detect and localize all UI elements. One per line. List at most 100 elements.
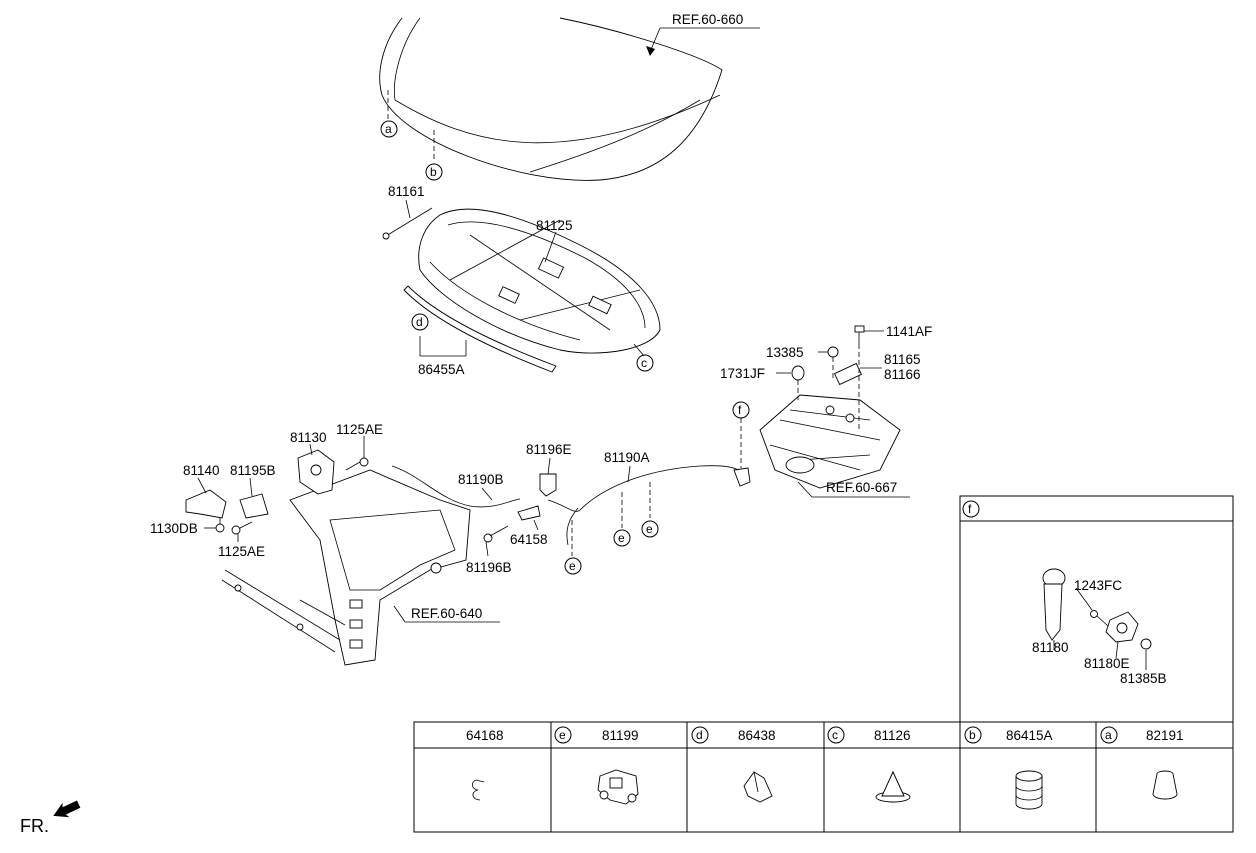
callout-e2[interactable]: e bbox=[613, 529, 631, 547]
hood-latch-81130 bbox=[297, 449, 335, 495]
table-letter-d-circle bbox=[691, 726, 709, 744]
label-1125AE-bottom[interactable]: 1125AE bbox=[218, 544, 265, 559]
leader-81161 bbox=[405, 199, 411, 219]
table-letter-e-circle bbox=[554, 726, 572, 744]
table-cell-81126[interactable]: 81126 bbox=[874, 728, 911, 743]
part-icon-86415A bbox=[1015, 770, 1043, 810]
svg-text:c: c bbox=[641, 356, 647, 370]
callout-e3[interactable]: e bbox=[641, 520, 659, 538]
label-81195B[interactable]: 81195B bbox=[230, 463, 276, 478]
ref-60-660-label[interactable]: REF.60-660 bbox=[672, 12, 743, 27]
leader-81195B bbox=[249, 477, 253, 497]
label-81140[interactable]: 81140 bbox=[183, 463, 220, 478]
ref-60-640-leader bbox=[393, 605, 406, 623]
bracket-81180E bbox=[1105, 611, 1139, 643]
part-icon-86438 bbox=[743, 771, 773, 803]
bracket-81195B bbox=[239, 493, 269, 519]
nut-81385B bbox=[1140, 638, 1152, 650]
grommet-1731JF bbox=[791, 365, 805, 381]
cable-81190A bbox=[547, 465, 739, 512]
table-letter-c: c bbox=[832, 728, 838, 742]
cable-81190B bbox=[391, 465, 521, 508]
leader-81125 bbox=[544, 231, 557, 263]
table-cell-86438[interactable]: 86438 bbox=[738, 728, 776, 743]
table-letter-b-circle bbox=[964, 726, 982, 744]
release-lever-81180 bbox=[1042, 568, 1066, 641]
table-letter-d: d bbox=[696, 728, 703, 742]
callout-e1[interactable]: e bbox=[564, 557, 582, 575]
table-letter-e: e bbox=[559, 728, 566, 742]
hood-insulator-81125 bbox=[418, 208, 661, 354]
table-cell-86415A[interactable]: 86415A bbox=[1006, 728, 1053, 743]
label-1125AE-top[interactable]: 1125AE bbox=[336, 422, 383, 437]
leader-81196B bbox=[485, 541, 489, 557]
leader-c bbox=[633, 343, 645, 357]
release-handle-small bbox=[733, 467, 751, 487]
stay-rod-81161 bbox=[382, 207, 433, 240]
label-86455A[interactable]: 86455A bbox=[418, 362, 465, 377]
table-letter-b: b bbox=[969, 728, 976, 742]
part-icon-82191 bbox=[1152, 770, 1178, 800]
table-cell-82191[interactable]: 82191 bbox=[1146, 728, 1184, 743]
label-1731JF[interactable]: 1731JF bbox=[720, 366, 765, 381]
ref-60-640-label[interactable]: REF.60-640 bbox=[411, 606, 482, 621]
seal-strip-86455A bbox=[403, 285, 557, 373]
latch-support-81140 bbox=[185, 489, 227, 519]
leader-81196E bbox=[547, 457, 551, 475]
svg-text:e: e bbox=[569, 559, 576, 573]
leader-64158 bbox=[533, 519, 539, 531]
detail-f-box: f 81180 1243FC 81180E 81385B bbox=[959, 495, 1234, 723]
svg-text:a: a bbox=[385, 122, 392, 136]
leader-81130 bbox=[309, 443, 313, 456]
label-13385[interactable]: 13385 bbox=[766, 345, 804, 360]
bolt-1141AF bbox=[854, 325, 865, 344]
label-81180E[interactable]: 81180E bbox=[1084, 656, 1130, 671]
label-64158[interactable]: 64158 bbox=[510, 532, 548, 547]
svg-text:e: e bbox=[618, 531, 625, 545]
label-81125[interactable]: 81125 bbox=[536, 218, 573, 233]
table-cell-64168[interactable]: 64168 bbox=[466, 728, 504, 743]
callout-f[interactable]: f bbox=[732, 401, 750, 419]
table-cell-81199[interactable]: 81199 bbox=[602, 728, 639, 743]
part-icon-64168 bbox=[472, 779, 485, 801]
ref-60-667-label[interactable]: REF.60-667 bbox=[826, 480, 897, 495]
label-81161[interactable]: 81161 bbox=[388, 184, 425, 199]
label-81166[interactable]: 81166 bbox=[884, 367, 921, 382]
screw-1243FC bbox=[1090, 610, 1109, 627]
label-81385B[interactable]: 81385B bbox=[1120, 671, 1167, 686]
callout-d[interactable]: d bbox=[411, 313, 429, 331]
table-letter-c-circle bbox=[827, 726, 845, 744]
callout-b[interactable]: b bbox=[425, 163, 443, 181]
label-81190B[interactable]: 81190B bbox=[458, 472, 504, 487]
bolt-1130DB bbox=[215, 518, 225, 533]
label-81165[interactable]: 81165 bbox=[884, 352, 921, 367]
front-arrow-icon bbox=[53, 800, 81, 818]
label-81196B[interactable]: 81196B bbox=[466, 560, 512, 575]
leader-81190A bbox=[627, 465, 631, 483]
clip-64158 bbox=[517, 505, 541, 521]
front-direction-label: FR. bbox=[20, 816, 49, 836]
bolt-1125AE-top bbox=[345, 457, 369, 471]
svg-text:d: d bbox=[416, 315, 423, 329]
nut-13385 bbox=[827, 346, 839, 358]
table-letter-a-circle bbox=[1100, 726, 1118, 744]
label-81190A[interactable]: 81190A bbox=[604, 450, 650, 465]
callout-a[interactable]: a bbox=[380, 120, 398, 138]
front-end-module bbox=[221, 469, 471, 666]
part-icon-81199 bbox=[597, 769, 639, 805]
svg-text:f: f bbox=[738, 403, 742, 417]
label-81196E[interactable]: 81196E bbox=[526, 442, 572, 457]
callout-c[interactable]: c bbox=[636, 354, 654, 372]
ref-60-660-arrow bbox=[646, 46, 655, 56]
label-81130[interactable]: 81130 bbox=[290, 430, 327, 445]
label-81180[interactable]: 81180 bbox=[1032, 640, 1069, 655]
striker-81165 bbox=[833, 362, 863, 386]
leader-81140 bbox=[197, 477, 207, 494]
detail-f-letter: f bbox=[968, 502, 972, 516]
cowl-assembly bbox=[759, 394, 901, 489]
label-1141AF[interactable]: 1141AF bbox=[886, 324, 932, 339]
label-1243FC[interactable]: 1243FC bbox=[1074, 578, 1122, 593]
screw-81196B bbox=[483, 525, 509, 543]
label-1130DB[interactable]: 1130DB bbox=[150, 521, 198, 536]
